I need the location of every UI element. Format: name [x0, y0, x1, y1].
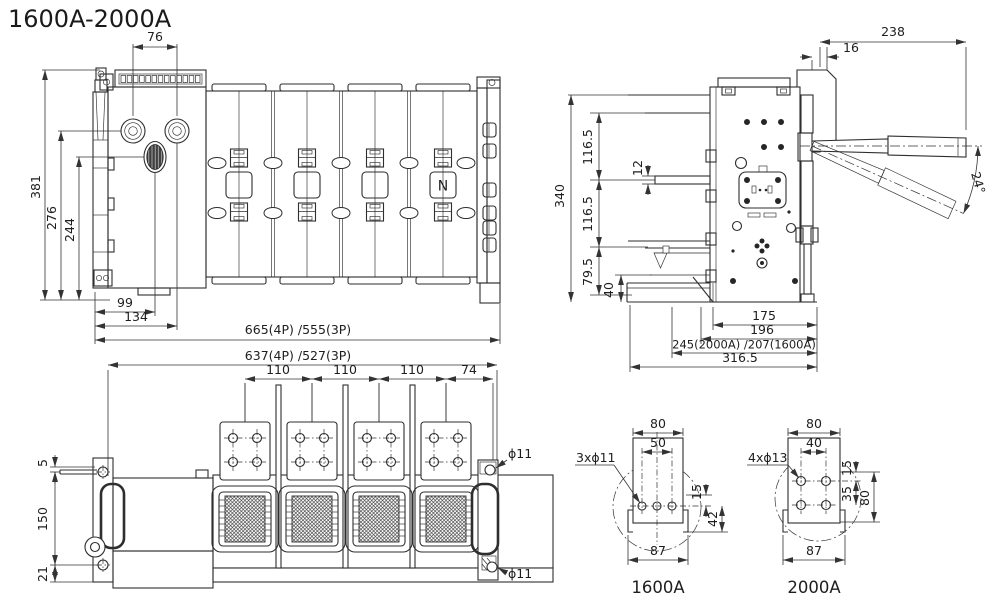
- dim-2000-40: 40: [806, 435, 822, 450]
- pole-1: [211, 83, 267, 285]
- dim-2000-35: 35: [839, 486, 854, 502]
- bus-pad-3: [353, 421, 405, 481]
- bottom-left-assembly: [59, 457, 214, 589]
- side-mechanism-details: [730, 94, 819, 303]
- dim-134: 134: [124, 309, 148, 324]
- dim-110-3: 110: [400, 362, 424, 377]
- front-end-plate: [486, 79, 501, 284]
- dim-79-5: 79.5: [580, 258, 595, 286]
- bottom-dimensions-top: 637(4P) /527(3P) 110 110 110 74: [107, 348, 498, 476]
- dim-196: 196: [750, 322, 774, 337]
- side-handle-rotated: [809, 141, 964, 220]
- bus-pad-4: [420, 421, 472, 481]
- detail-1600a-dimensions: 80 50 3xϕ11 15 42 87: [575, 416, 728, 565]
- dim-2000-80-top: 80: [806, 416, 822, 431]
- dim-238: 238: [881, 24, 905, 39]
- dim-40: 40: [601, 282, 616, 298]
- handle-swing-arc: [963, 145, 981, 214]
- dim-2000-80-side: 80: [857, 490, 872, 506]
- front-mechanism-box: [107, 86, 207, 289]
- dim-2000-15: 15: [839, 460, 854, 476]
- detail-2000a: 80 40 4xϕ13 15 35 80 87 2000A: [747, 416, 880, 597]
- dim-1600-50: 50: [650, 435, 666, 450]
- side-view: 24° 238 16 340 116.5 116.5 79.5: [552, 24, 986, 372]
- front-dimensions: 76 381 276 244 99 134 665(4P) /555(3P): [28, 29, 501, 344]
- pole-2: [279, 83, 335, 285]
- dim-276: 276: [44, 206, 59, 230]
- dim-244: 244: [62, 218, 77, 242]
- dim-12: 12: [630, 160, 645, 176]
- front-slots: [207, 157, 476, 219]
- dim-99: 99: [117, 295, 133, 310]
- callout-3xphi11: 3xϕ11: [576, 450, 616, 465]
- dim-24deg: 24°: [968, 170, 986, 195]
- phi11-callouts: ϕ11 ϕ11: [495, 446, 532, 581]
- dim-116-mid: 116.5: [580, 196, 595, 232]
- dim-5: 5: [35, 459, 50, 467]
- dim-1600-42: 42: [705, 511, 720, 527]
- pole-3: [347, 83, 403, 285]
- front-terminal-strip: [114, 69, 207, 88]
- detail-1600a: 80 50 3xϕ11 15 42 87 1600A: [575, 416, 728, 597]
- dim-245-207: 245(2000A) /207(1600A): [672, 338, 816, 352]
- front-pole-assembly: [205, 90, 478, 278]
- front-knobs: [120, 118, 190, 144]
- side-handle: [797, 132, 982, 162]
- phi11-bottom-label: ϕ11: [508, 566, 532, 581]
- detail-2000a-dimensions: 80 40 4xϕ13 15 35 80 87: [747, 416, 880, 565]
- dim-116-top: 116.5: [580, 129, 595, 165]
- bottom-view: 637(4P) /527(3P) 110 110 110 74: [35, 348, 554, 589]
- dim-316-5: 316.5: [722, 350, 758, 365]
- phi11-top-label: ϕ11: [508, 446, 532, 461]
- dim-74: 74: [461, 362, 477, 377]
- callout-4xphi13: 4xϕ13: [748, 450, 788, 465]
- bottom-dimensions-left: 5 150 21: [35, 455, 97, 583]
- detail-1600a-label: 1600A: [631, 578, 685, 597]
- front-handle-column: [92, 91, 109, 289]
- dim-1600-15: 15: [689, 484, 704, 500]
- dim-175: 175: [752, 308, 776, 323]
- bus-pad-2: [286, 421, 338, 481]
- front-view: N 76 381: [28, 29, 501, 344]
- dim-1600-87: 87: [650, 543, 666, 558]
- dim-76: 76: [147, 29, 163, 44]
- dim-1600-80: 80: [650, 416, 666, 431]
- dim-2000-87: 87: [806, 543, 822, 558]
- bus-pad-1: [219, 421, 271, 481]
- side-terminals: [626, 94, 817, 303]
- drawing-title: 1600A-2000A: [8, 5, 172, 33]
- dim-21: 21: [35, 566, 50, 582]
- dim-340: 340: [552, 184, 567, 208]
- datum-marker: [653, 245, 710, 269]
- dim-overall-width: 665(4P) /555(3P): [245, 322, 351, 337]
- neutral-pole-label: N: [438, 179, 448, 195]
- dim-381: 381: [28, 175, 43, 199]
- dim-150: 150: [35, 507, 50, 531]
- dim-16: 16: [843, 40, 859, 55]
- bottom-right-bracket: [470, 459, 500, 581]
- dim-110-1: 110: [266, 362, 290, 377]
- dim-inner-width: 637(4P) /527(3P): [245, 348, 351, 363]
- side-top-bracket: [796, 69, 837, 153]
- side-dimensions: 238 16 340 116.5 116.5 79.5 40: [552, 24, 967, 372]
- dim-110-2: 110: [333, 362, 357, 377]
- detail-2000a-label: 2000A: [787, 578, 841, 597]
